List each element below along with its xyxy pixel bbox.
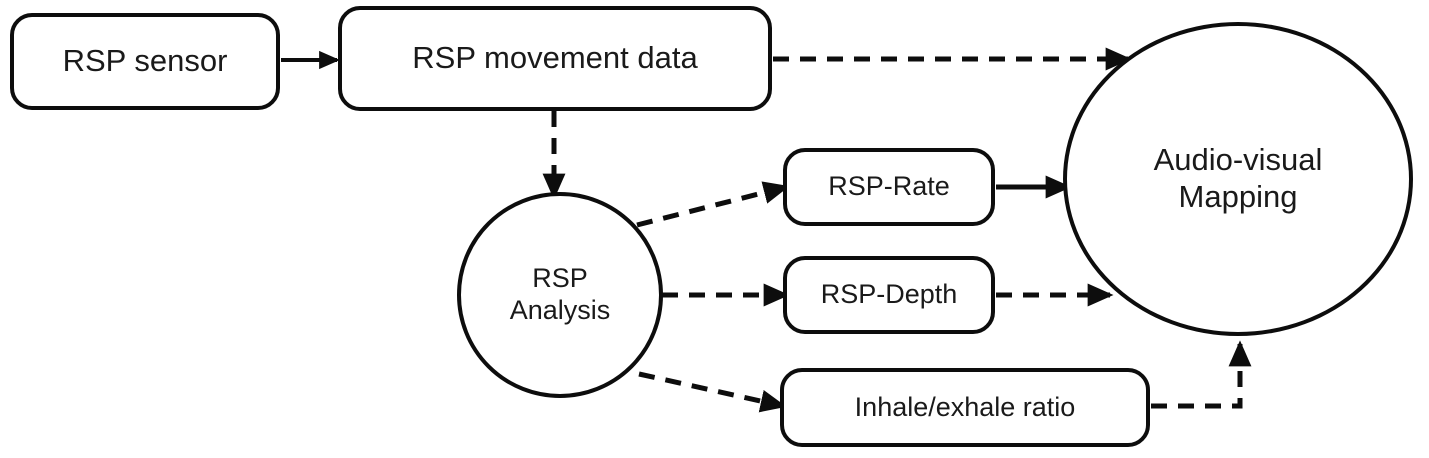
node-inhale-exhale-ratio[interactable]: Inhale/exhale ratio xyxy=(780,368,1150,447)
node-rsp-sensor[interactable]: RSP sensor xyxy=(10,13,280,110)
node-rsp-sensor-label: RSP sensor xyxy=(62,43,228,79)
edge-inhale-to-audiovisual xyxy=(1151,340,1252,409)
node-audio-visual-mapping[interactable]: Audio-visual Mapping xyxy=(1063,22,1413,336)
node-rsp-movement-data-label: RSP movement data xyxy=(412,40,698,76)
node-rsp-depth-label: RSP-Depth xyxy=(820,279,958,310)
node-inhale-exhale-ratio-label: Inhale/exhale ratio xyxy=(854,391,1076,422)
edge-analysis-to-rate xyxy=(636,181,790,228)
node-rsp-rate[interactable]: RSP-Rate xyxy=(783,148,995,226)
node-rsp-rate-label: RSP-Rate xyxy=(828,171,950,202)
node-rsp-depth[interactable]: RSP-Depth xyxy=(783,256,995,334)
edge-analysis-to-inhale-exhale xyxy=(638,371,787,413)
node-rsp-analysis-label: RSP Analysis xyxy=(509,263,611,325)
node-audio-visual-mapping-label: Audio-visual Mapping xyxy=(1153,142,1323,214)
node-rsp-movement-data[interactable]: RSP movement data xyxy=(338,6,772,111)
node-rsp-analysis[interactable]: RSP Analysis xyxy=(457,192,663,398)
